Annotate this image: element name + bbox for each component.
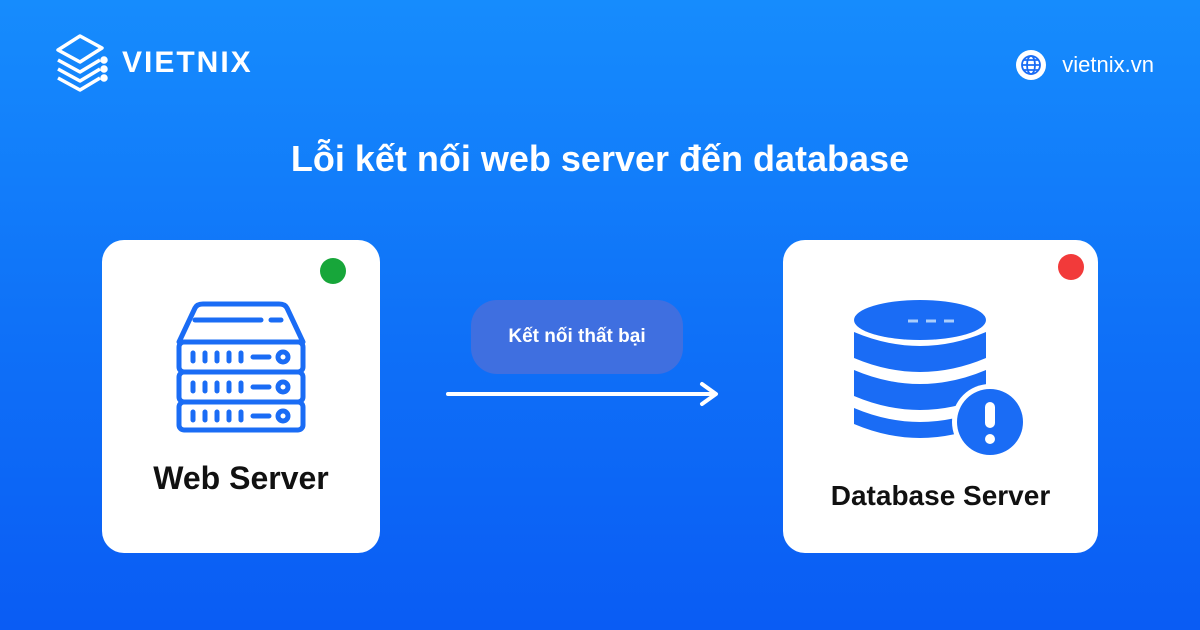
status-online-dot <box>320 258 346 284</box>
globe-icon <box>1016 50 1047 80</box>
web-server-card: Web Server <box>102 240 380 553</box>
database-server-card: Database Server <box>783 240 1098 553</box>
database-error-icon <box>854 300 1028 460</box>
connection-failed-badge: Kết nối thất bại <box>471 300 683 374</box>
page-title: Lỗi kết nối web server đến database <box>290 138 910 179</box>
website-text: vietnix.vn <box>1062 52 1154 77</box>
website-link[interactable]: vietnix.vn <box>1016 50 1154 80</box>
web-server-icon <box>176 301 306 433</box>
server-stack-logo-icon <box>56 34 108 92</box>
connection-arrow-icon <box>446 382 718 406</box>
web-server-label: Web Server <box>153 460 329 496</box>
brand-name: VIETNIX <box>122 46 253 79</box>
status-error-dot <box>1058 254 1084 280</box>
database-server-label: Database Server <box>830 480 1051 511</box>
vietnix-logo: VIETNIX <box>54 32 253 94</box>
